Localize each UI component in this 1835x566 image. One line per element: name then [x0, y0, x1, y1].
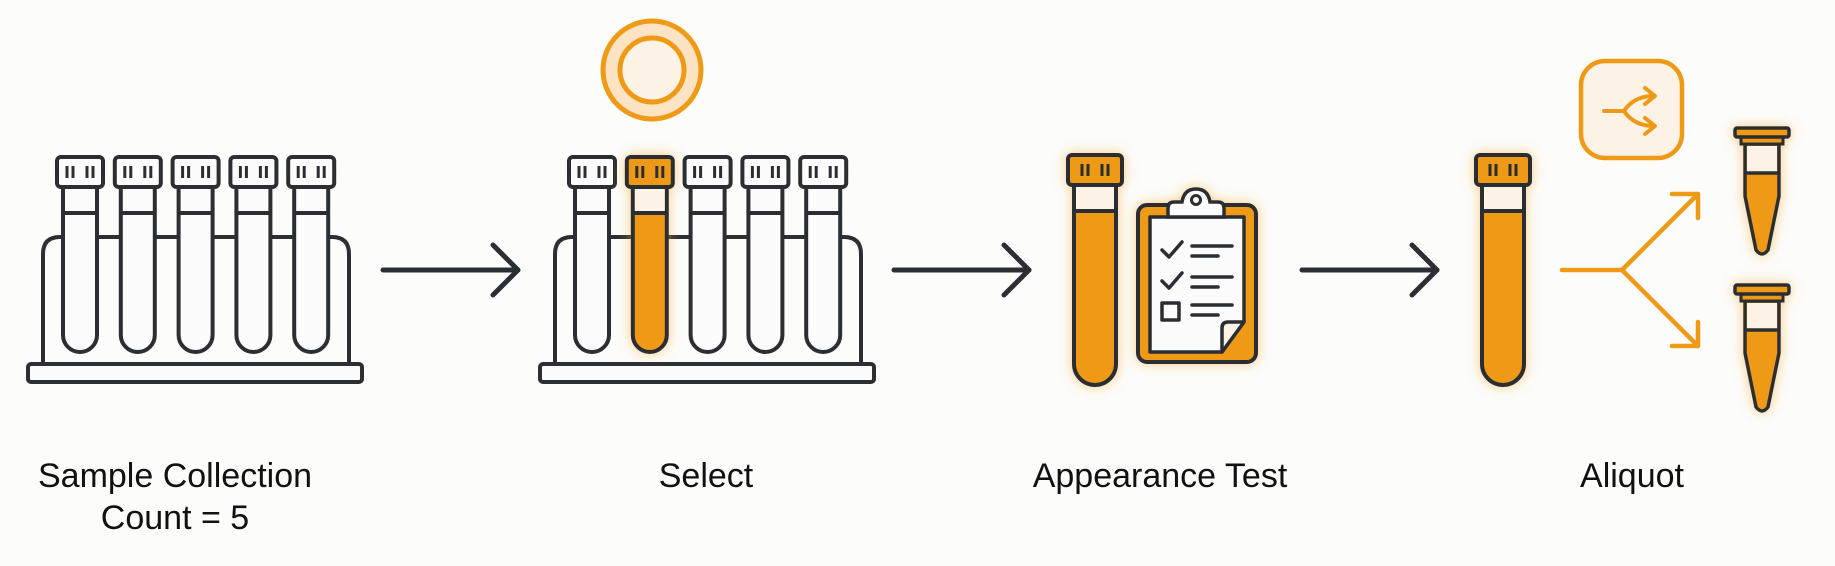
test-tube [740, 155, 791, 354]
step-label-select: Select [606, 455, 806, 497]
tube-cap [567, 155, 617, 189]
tube-cap [55, 155, 105, 189]
step-title: Aliquot [1580, 457, 1684, 495]
split-arrows-icon [1578, 58, 1685, 161]
tube-cap [170, 155, 221, 189]
tube-cap [682, 155, 733, 189]
microcentrifuge-tube-icon [1733, 126, 1791, 256]
step-title: Select [658, 457, 754, 495]
test-tube [567, 155, 617, 354]
test-tube-rack-icon [538, 155, 876, 384]
tube-cap [286, 155, 337, 189]
test-tube [55, 155, 105, 354]
step-title: Sample Collection [37, 457, 313, 495]
tube-cap [624, 155, 675, 189]
test-tube [228, 155, 279, 354]
test-tube [170, 155, 221, 354]
test-tube [112, 155, 163, 354]
test-tube [1066, 153, 1124, 387]
test-tube [798, 155, 849, 354]
arrow-right-icon [891, 242, 1032, 298]
step-label-appearance-test: Appearance Test [1010, 455, 1310, 497]
arrow-right-icon [380, 242, 521, 298]
test-tube [682, 155, 733, 354]
tube-cap [112, 155, 163, 189]
tube-cap [1066, 153, 1124, 187]
tube-cap [798, 155, 849, 189]
tube-cap [740, 155, 791, 189]
test-tube-rack-icon [26, 155, 364, 384]
branch-arrow-icon [1559, 191, 1701, 349]
step-label-sample-collection: Sample Collection Count = 5 [0, 455, 350, 539]
test-tube [624, 155, 675, 354]
target-circle-icon [600, 18, 704, 122]
tube-cap [1474, 153, 1532, 187]
test-tube [286, 155, 337, 354]
clipboard-checklist-icon [1136, 187, 1258, 364]
test-tube-icon [1066, 153, 1124, 387]
tube-cap [228, 155, 279, 189]
test-tube-icon [1474, 153, 1532, 387]
microcentrifuge-tube-icon [1733, 283, 1791, 413]
step-title: Appearance Test [1032, 457, 1288, 495]
test-tube [1474, 153, 1532, 387]
step-label-aliquot: Aliquot [1532, 455, 1732, 497]
step-count: Count = 5 [100, 499, 250, 537]
arrow-right-icon [1299, 242, 1440, 298]
